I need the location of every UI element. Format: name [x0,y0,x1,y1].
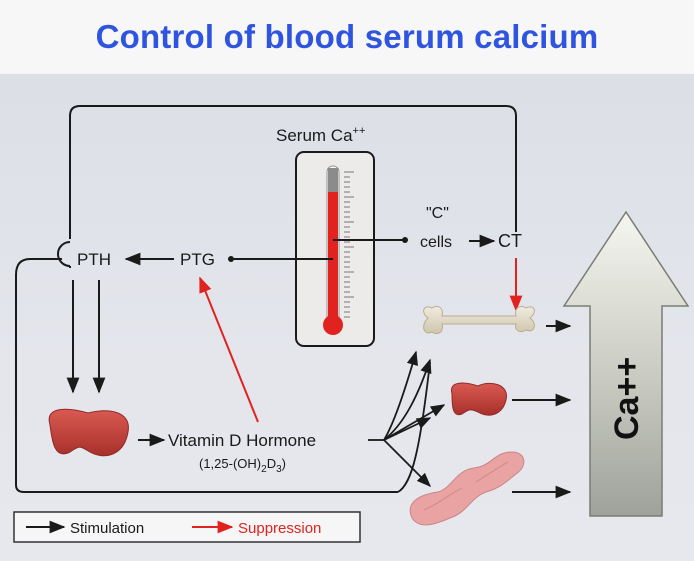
vitamin-d-suppression-arrow [199,276,259,423]
bone-icon [423,305,535,335]
ptg-label: PTG [180,250,215,269]
legend: Stimulation Suppression [13,511,361,543]
calcium-arrow-icon [562,210,690,517]
vitamin-d-targets [368,350,446,493]
c-cells-label-2: cells [420,234,452,251]
line-hop [57,241,71,267]
vitamin-d-label: Vitamin D Hormone [168,431,316,450]
title-bar: Control of blood serum calcium [0,0,694,74]
thermometer-icon [295,151,375,347]
slide-title: Control of blood serum calcium [95,18,599,55]
pth-label: PTH [77,250,111,269]
serum-label: Serum Ca++ [276,125,365,145]
feedback-loop-bottom [15,275,398,493]
legend-stimulation-label: Stimulation [70,520,144,537]
feedback-loop-top [69,105,517,239]
feedback-loop-left [15,258,62,276]
intestine-icon [409,451,525,526]
ca-arrow-label: Ca++ [608,357,646,440]
c-cells-label-1: "C" [426,205,449,222]
kidney-icon [48,408,129,457]
kidney-right-icon [450,382,507,416]
ct-label: CT [498,231,522,251]
vitamin-d-formula: (1,25-(OH)2D3) [199,456,286,475]
legend-suppression-label: Suppression [238,520,321,537]
